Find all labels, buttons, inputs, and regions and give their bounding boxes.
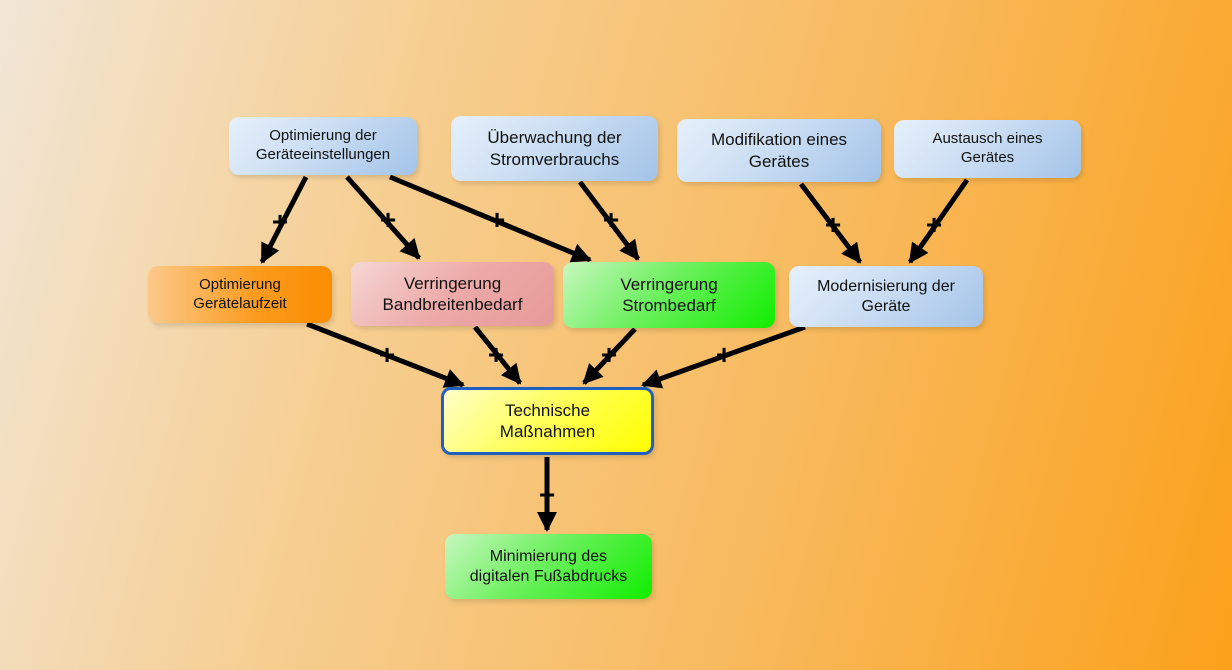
edge-n8-n9 — [641, 324, 806, 389]
node-optimierung-geraeteeinstellungen: Optimierung der Geräteeinstellungen — [229, 117, 417, 175]
node-modifikation-geraet: Modifikation eines Gerätes — [677, 119, 881, 182]
edge-n1-n7 — [389, 174, 592, 263]
edge-n2-n7 — [578, 180, 640, 261]
edge-n5-n9 — [306, 321, 465, 388]
node-austausch-geraet: Austausch eines Gerätes — [894, 120, 1081, 178]
edge-label-plus: + — [538, 479, 556, 510]
edge-label-plus: + — [824, 209, 842, 240]
edge-label-plus: + — [600, 339, 618, 370]
node-minimierung-fussabdruck: Minimierung des digitalen Fußabdrucks — [445, 534, 652, 599]
node-ueberwachung-stromverbrauch: Überwachung der Stromverbrauchs — [451, 116, 658, 181]
node-technische-massnahmen: Technische Maßnahmen — [441, 387, 654, 455]
edge-label-plus: + — [378, 339, 396, 370]
node-verringerung-bandbreitenbedarf: Verringerung Bandbreitenbedarf — [351, 262, 554, 326]
edge-n4-n8 — [907, 178, 970, 264]
node-modernisierung-geraete: Modernisierung der Geräte — [789, 266, 983, 327]
edge-n1-n6 — [345, 175, 421, 260]
edge-label-plus: + — [488, 204, 506, 235]
edge-n6-n9 — [473, 325, 522, 385]
node-verringerung-strombedarf: Verringerung Strombedarf — [563, 262, 775, 328]
edge-n1-n5 — [259, 175, 309, 264]
edge-label-plus: + — [379, 204, 397, 235]
node-optimierung-geraetelaufzeit: Optimierung Gerätelaufzeit — [148, 266, 332, 323]
edge-label-plus: + — [271, 206, 289, 237]
edge-label-plus: + — [602, 204, 620, 235]
edge-n3-n8 — [799, 182, 862, 264]
edge-label-plus: + — [925, 209, 943, 240]
edge-label-plus: + — [715, 339, 733, 370]
edge-label-plus: + — [487, 339, 505, 370]
edge-n7-n9 — [582, 327, 637, 385]
